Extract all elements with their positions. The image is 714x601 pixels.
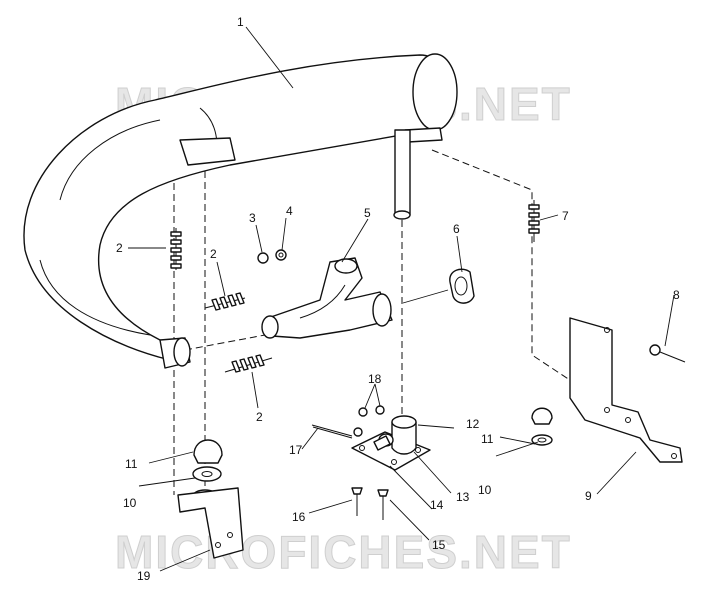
leader-lines bbox=[128, 26, 675, 572]
callout-2: 2 bbox=[256, 410, 263, 424]
callout-14: 14 bbox=[430, 498, 444, 512]
callout-13: 13 bbox=[456, 490, 470, 504]
watermark-bottom: MICROFICHES.NET bbox=[115, 526, 572, 578]
cable-tie-17 bbox=[311, 424, 353, 439]
callout-10: 10 bbox=[123, 496, 137, 510]
callout-8: 8 bbox=[673, 288, 680, 302]
bracket-9 bbox=[569, 317, 683, 463]
spring-2b bbox=[204, 292, 246, 311]
callout-5: 5 bbox=[364, 206, 371, 220]
washer-10-right bbox=[531, 434, 553, 446]
callout-3: 3 bbox=[249, 211, 256, 225]
y-pipe-manifold bbox=[261, 257, 393, 339]
callout-6: 6 bbox=[453, 222, 460, 236]
callout-15: 15 bbox=[432, 538, 446, 552]
callout-16: 16 bbox=[292, 510, 306, 524]
callout-9: 9 bbox=[585, 489, 592, 503]
callout-19: 19 bbox=[137, 569, 151, 583]
callout-labels: 1 2 2 2 3 4 5 6 7 8 9 10 10 11 11 12 13 … bbox=[116, 15, 680, 583]
spring-7 bbox=[528, 200, 540, 242]
washer-10-left bbox=[192, 466, 222, 482]
callout-18: 18 bbox=[368, 372, 382, 386]
callout-11: 11 bbox=[125, 457, 138, 471]
callout-2: 2 bbox=[116, 241, 123, 255]
callout-10: 10 bbox=[478, 483, 492, 497]
screw-15 bbox=[377, 489, 389, 520]
grommet-11-right bbox=[531, 407, 553, 425]
gasket bbox=[449, 268, 475, 304]
bracket-19 bbox=[177, 487, 244, 559]
washers-18 bbox=[353, 405, 385, 437]
callout-17: 17 bbox=[289, 443, 303, 457]
grommet-11-left bbox=[193, 439, 223, 464]
callout-11: 11 bbox=[481, 432, 494, 446]
nut-3 bbox=[257, 252, 269, 264]
screw-16 bbox=[351, 487, 363, 516]
cable-tie bbox=[649, 344, 686, 363]
callout-1: 1 bbox=[237, 15, 244, 29]
callout-7: 7 bbox=[562, 209, 569, 223]
callout-4: 4 bbox=[286, 204, 293, 218]
washer-4 bbox=[275, 249, 287, 261]
callout-12: 12 bbox=[466, 417, 480, 431]
spring-2a bbox=[170, 228, 182, 270]
stinger-mount-plate bbox=[351, 431, 431, 471]
assembly-dashed-lines bbox=[173, 149, 586, 500]
mount-clip bbox=[373, 435, 391, 451]
muffler-expansion-chamber bbox=[23, 53, 458, 369]
spring-2c bbox=[224, 354, 273, 373]
callout-2: 2 bbox=[210, 247, 217, 261]
